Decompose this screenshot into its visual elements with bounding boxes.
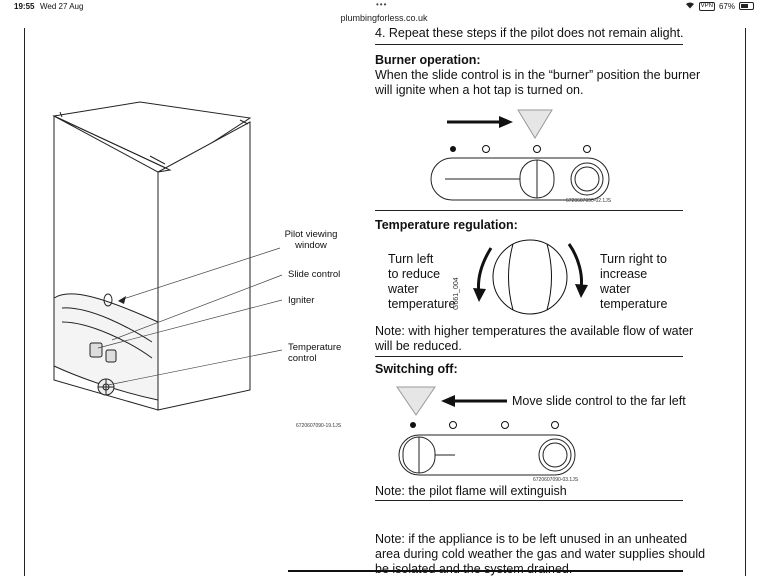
turn-right-text: Turn right to increase water temperature [600,252,667,312]
note-flow-1: Note: with higher temperatures the avail… [375,324,694,338]
status-time: 19:55 [14,2,35,11]
wifi-icon [685,1,695,11]
label-temp-line1: Temperature [288,342,342,353]
knob-code: G661_004 [453,277,460,310]
page-left-edge [24,28,25,576]
label-pilot-line1: Pilot viewing [284,229,338,240]
turn-left-line: temperature [388,297,456,311]
status-date: Wed 27 Aug [40,2,84,11]
note-unused-3: be isolated and the system drained. [375,562,573,576]
turn-right-line: temperature [600,297,668,311]
divider [375,500,683,501]
multitask-dots[interactable]: ••• [376,0,388,9]
temperature-knob-diagram [473,239,588,315]
turn-right-line: increase [600,267,648,281]
label-slide-control: Slide control [288,269,341,280]
step-4-text: 4. Repeat these steps if the pilot does … [375,26,684,40]
turn-left-line: Turn left [388,252,434,266]
status-right: VPN 67% [685,1,754,11]
burner-heading: Burner operation: [375,53,481,67]
status-bar: 19:55 Wed 27 Aug ••• VPN 67% [0,0,768,12]
note-pilot: Note: the pilot flame will extinguish [375,484,567,498]
turn-left-line: to reduce [388,267,441,281]
label-pilot-line2: window [295,240,327,251]
divider [375,356,683,357]
battery-icon [739,2,754,10]
note-flow-2: will be reduced. [375,339,462,353]
note-unused-2: area during cold weather the gas and wat… [375,547,706,561]
label-temp-line2: control [288,353,317,364]
turn-left-text: Turn left to reduce water temperature [388,252,455,312]
turn-right-line: water [600,282,631,296]
turn-left-line: water [388,282,419,296]
burner-text-1: When the slide control is in the “burner… [375,68,701,82]
switching-off-heading: Switching off: [375,362,458,376]
battery-percent: 67% [718,1,735,11]
burner-text-2: will ignite when a hot tap is turned on. [375,83,584,97]
turn-right-line: Turn right to [600,252,667,266]
water-heater-illustration [52,101,252,411]
diagram2-code: 6720607090-03.1JS [533,477,579,483]
label-temperature-control: Temperature control [288,342,341,364]
temperature-heading: Temperature regulation: [375,218,518,232]
diagram1-code: 6720607090-02.1JS [566,198,612,204]
note-unused-1: Note: if the appliance is to be left unu… [375,532,688,546]
bottom-rule [288,570,683,572]
url-bar[interactable]: plumbingforless.co.uk [340,13,428,23]
burner-position-diagram [430,109,610,201]
page-right-edge [745,28,746,576]
switch-off-diagram [396,386,576,476]
divider [375,44,683,45]
heater-leader-lines [97,247,283,386]
label-igniter: Igniter [288,295,315,306]
vpn-badge: VPN [698,1,715,11]
move-slide-text: Move slide control to the far left [512,394,686,408]
divider [375,210,683,211]
heater-figure-code: 6720607090-19.1JS [296,423,342,429]
label-pilot-window: Pilot viewing window [276,229,346,251]
